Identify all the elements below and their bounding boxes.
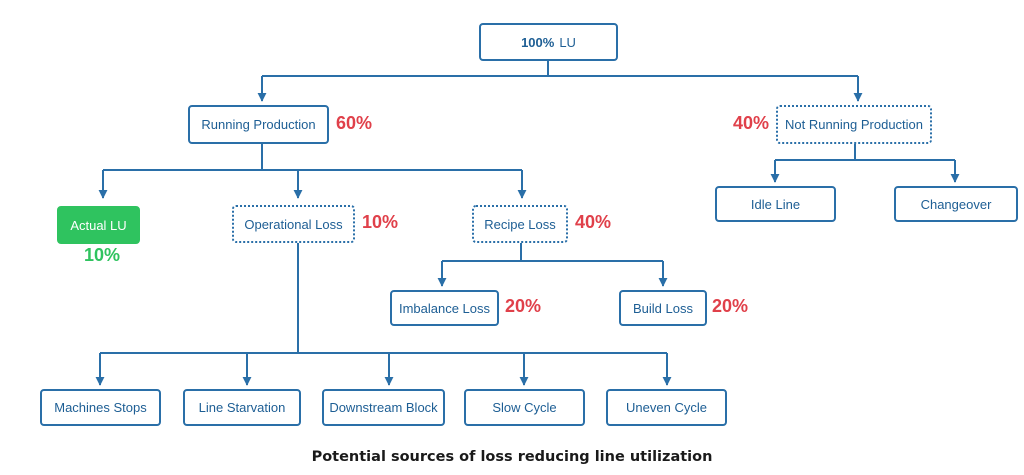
running-production-percent: 60% <box>336 113 373 133</box>
running-production-node: Running Production <box>188 105 329 144</box>
root-node: 100% LU <box>479 23 618 61</box>
actual-lu-node: Actual LU <box>57 206 140 244</box>
recipe-loss-percent: 40% <box>575 212 612 232</box>
recipe-loss-label: Recipe Loss <box>484 216 556 232</box>
not-running-production-percent: 40% <box>733 113 770 133</box>
changeover-label: Changeover <box>920 196 992 212</box>
actual-lu-percent: 10% <box>84 245 121 265</box>
idle-line-label: Idle Line <box>750 196 801 212</box>
operational-loss-node: Operational Loss <box>232 205 355 243</box>
idle-line-node: Idle Line <box>715 186 836 222</box>
build-loss-label: Build Loss <box>633 300 693 316</box>
build-loss-node: Build Loss <box>619 290 707 326</box>
machines-stops-node: Machines Stops <box>40 389 161 426</box>
slow-cycle-node: Slow Cycle <box>464 389 585 426</box>
line-starvation-label: Line Starvation <box>198 400 286 415</box>
actual-lu-label: Actual LU <box>70 217 127 233</box>
recipe-loss-node: Recipe Loss <box>472 205 568 243</box>
root-label: LU <box>559 34 576 50</box>
imbalance-loss-label: Imbalance Loss <box>398 300 491 316</box>
not-running-production-label: Not Running Production <box>784 117 924 132</box>
line-starvation-node: Line Starvation <box>183 389 301 426</box>
imbalance-loss-percent: 20% <box>505 296 542 316</box>
diagram-caption: Potential sources of loss reducing line … <box>311 449 713 465</box>
machines-stops-label: Machines Stops <box>54 400 147 415</box>
operational-loss-percent: 10% <box>362 212 399 232</box>
downstream-block-node: Downstream Block <box>322 389 445 426</box>
not-running-production-node: Not Running Production <box>776 105 932 144</box>
slow-cycle-label: Slow Cycle <box>492 400 557 415</box>
running-production-label: Running Production <box>201 117 316 132</box>
build-loss-percent: 20% <box>712 296 749 316</box>
changeover-node: Changeover <box>894 186 1018 222</box>
operational-loss-label: Operational Loss <box>244 216 343 232</box>
uneven-cycle-node: Uneven Cycle <box>606 389 727 426</box>
root-value: 100% <box>521 34 555 50</box>
downstream-block-label: Downstream Block <box>329 400 438 415</box>
uneven-cycle-label: Uneven Cycle <box>626 400 707 415</box>
imbalance-loss-node: Imbalance Loss <box>390 290 499 326</box>
